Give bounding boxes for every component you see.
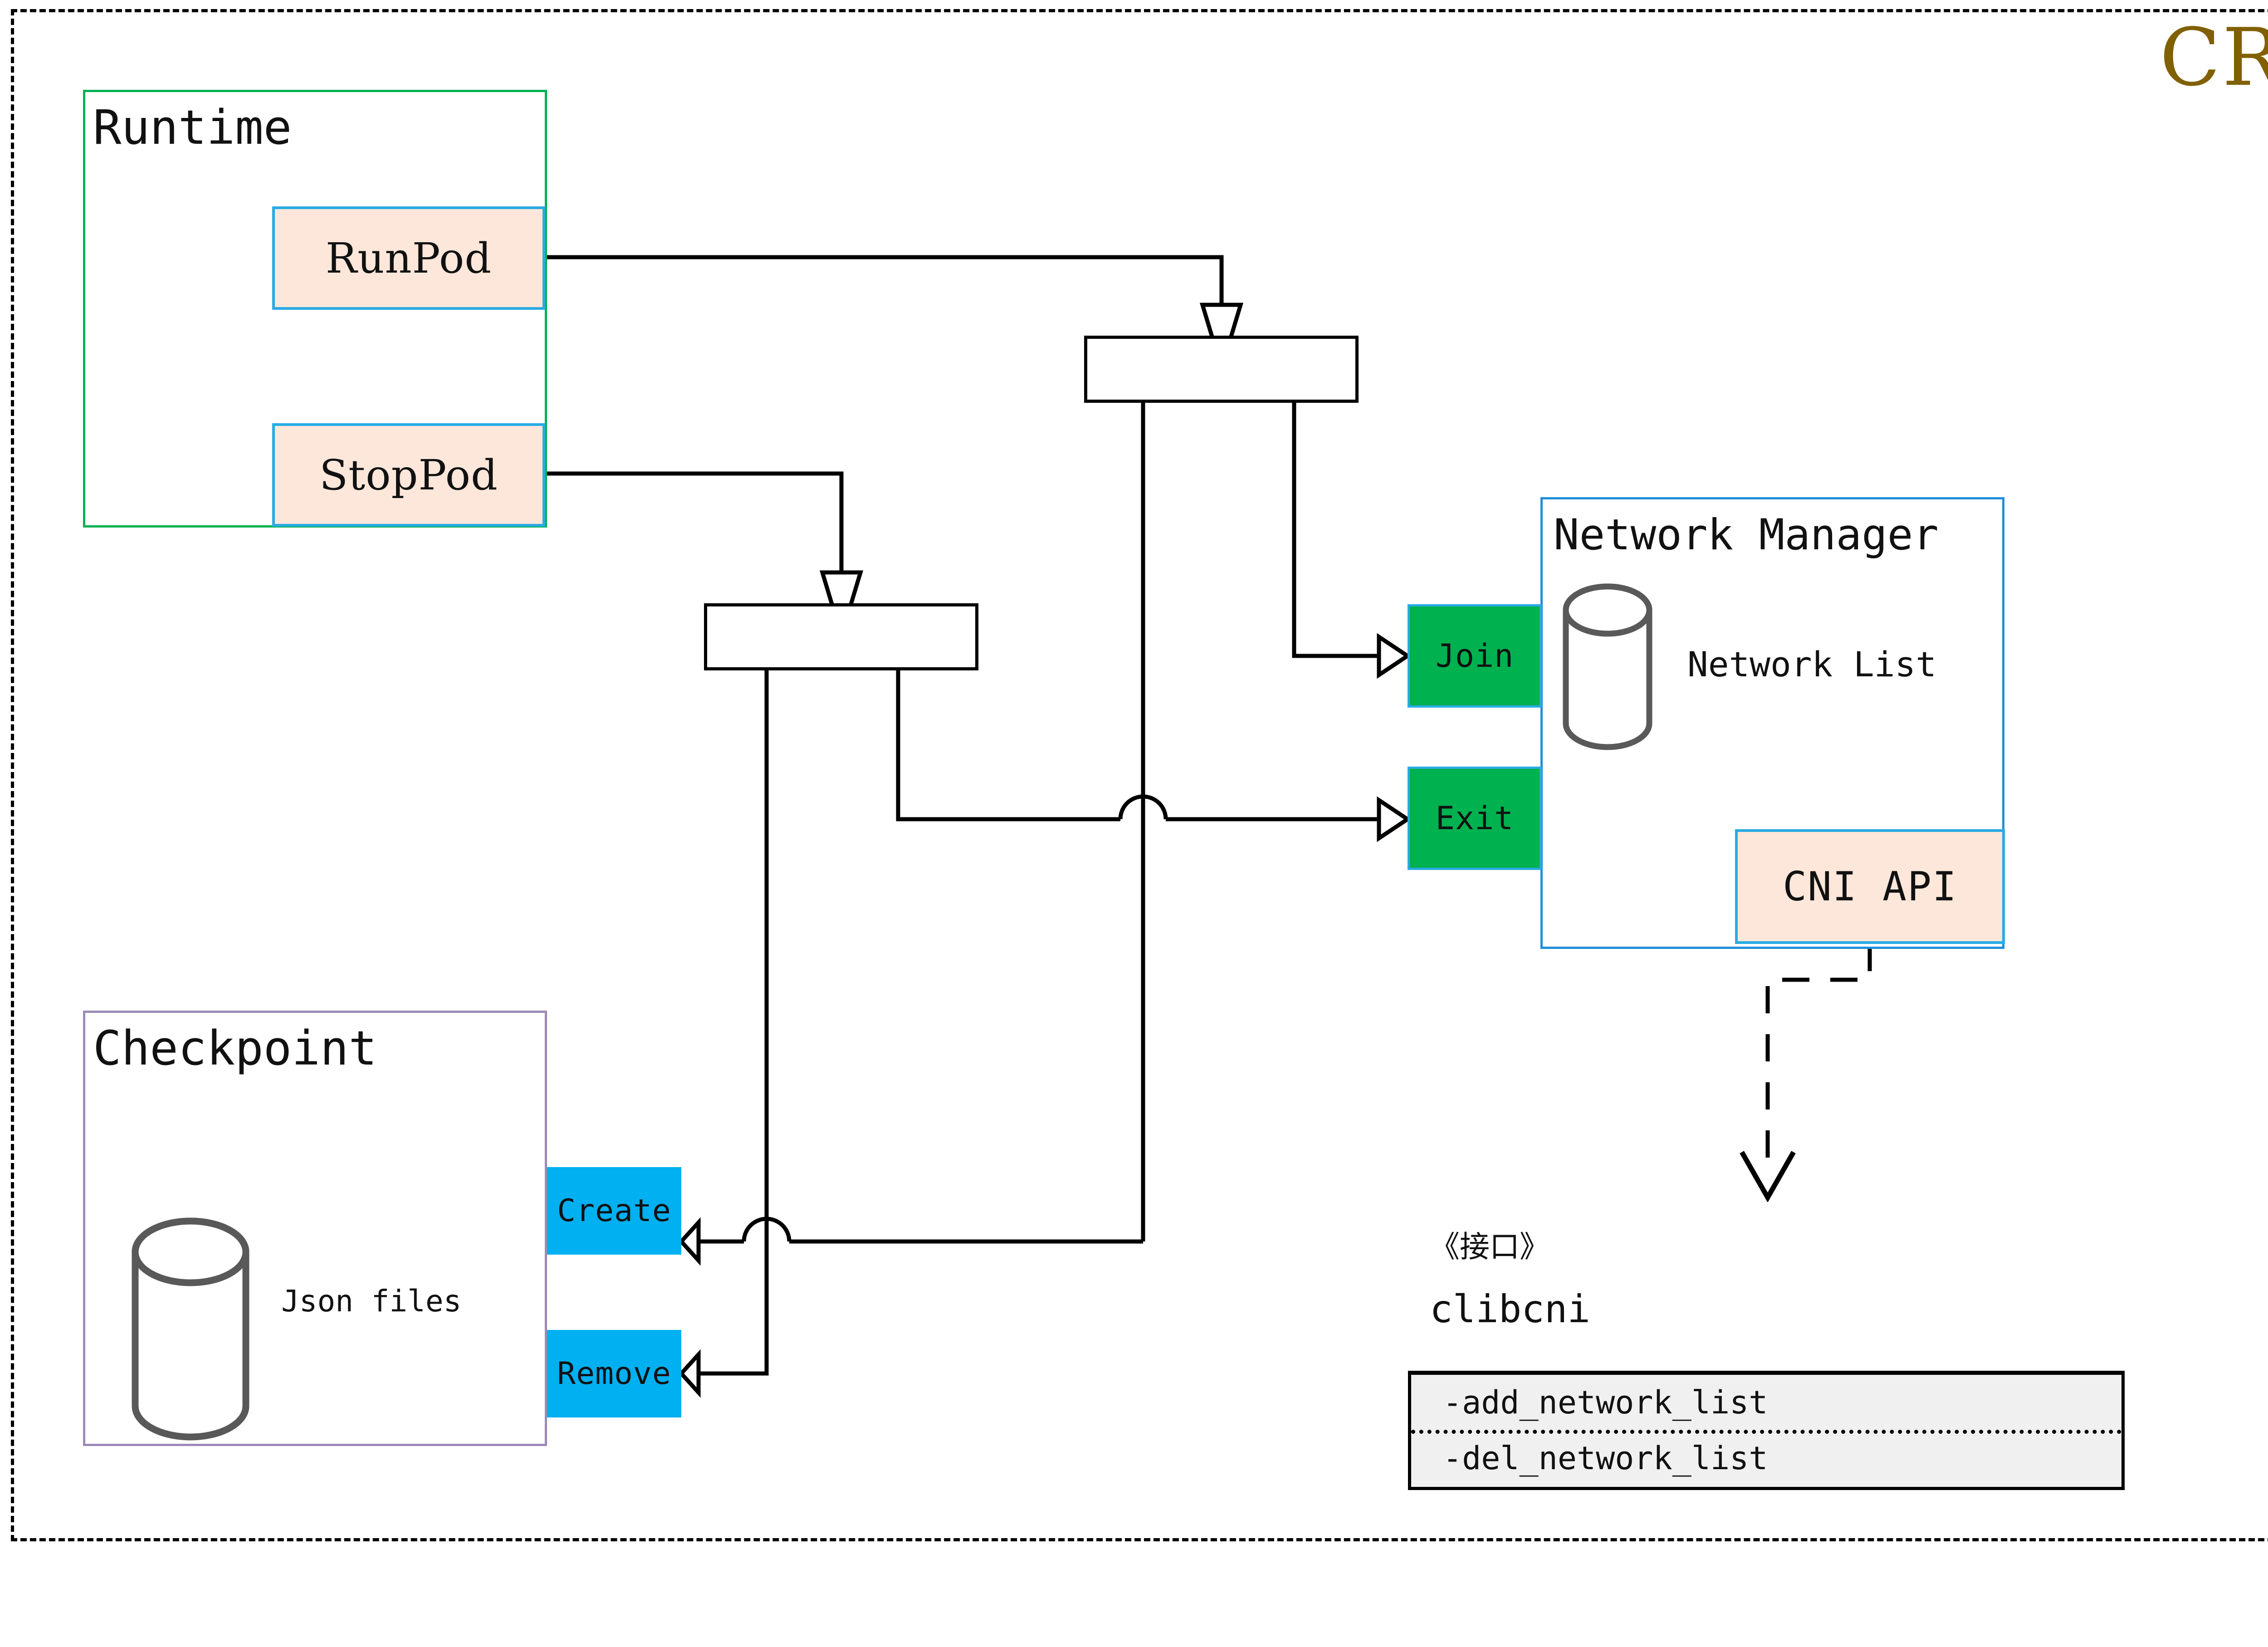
connector-bar-bottom[interactable] xyxy=(704,603,978,670)
group-checkpoint-label: Checkpoint xyxy=(93,1021,377,1076)
node-create-label: Create xyxy=(557,1193,671,1229)
node-cni-api[interactable]: CNI API xyxy=(1735,829,2005,944)
group-checkpoint[interactable] xyxy=(83,1011,547,1446)
json-files-label: Json files xyxy=(281,1284,462,1319)
node-create[interactable]: Create xyxy=(547,1167,681,1255)
clibcni-method-add[interactable]: -add_network_list xyxy=(1443,1384,1768,1421)
node-stoppod[interactable]: StopPod xyxy=(272,423,545,527)
diagram-outer-frame xyxy=(11,9,2268,1541)
clibcni-stereotype: 《接口》 xyxy=(1430,1229,1549,1264)
clibcni-method-del[interactable]: -del_network_list xyxy=(1443,1440,1768,1477)
clibcni-method-separator xyxy=(1411,1430,2121,1434)
node-exit-label: Exit xyxy=(1435,800,1514,837)
network-list-label: Network List xyxy=(1687,644,1937,684)
node-join-label: Join xyxy=(1435,637,1514,674)
node-runpod-label: RunPod xyxy=(325,234,492,283)
node-stoppod-label: StopPod xyxy=(319,450,498,499)
group-network-manager-label: Network Manager xyxy=(1554,510,1939,560)
node-join[interactable]: Join xyxy=(1408,604,1542,708)
node-remove[interactable]: Remove xyxy=(547,1330,681,1417)
node-runpod[interactable]: RunPod xyxy=(272,206,545,310)
node-remove-label: Remove xyxy=(557,1356,671,1392)
connector-bar-top[interactable] xyxy=(1084,336,1359,403)
page-title: CRI xyxy=(2160,12,2268,104)
node-cni-api-label: CNI API xyxy=(1783,863,1957,910)
group-runtime-label: Runtime xyxy=(93,100,292,155)
clibcni-name: clibcni xyxy=(1430,1287,1591,1331)
clibcni-header: 《接口》 clibcni xyxy=(1408,1202,2125,1375)
node-exit[interactable]: Exit xyxy=(1408,767,1542,870)
